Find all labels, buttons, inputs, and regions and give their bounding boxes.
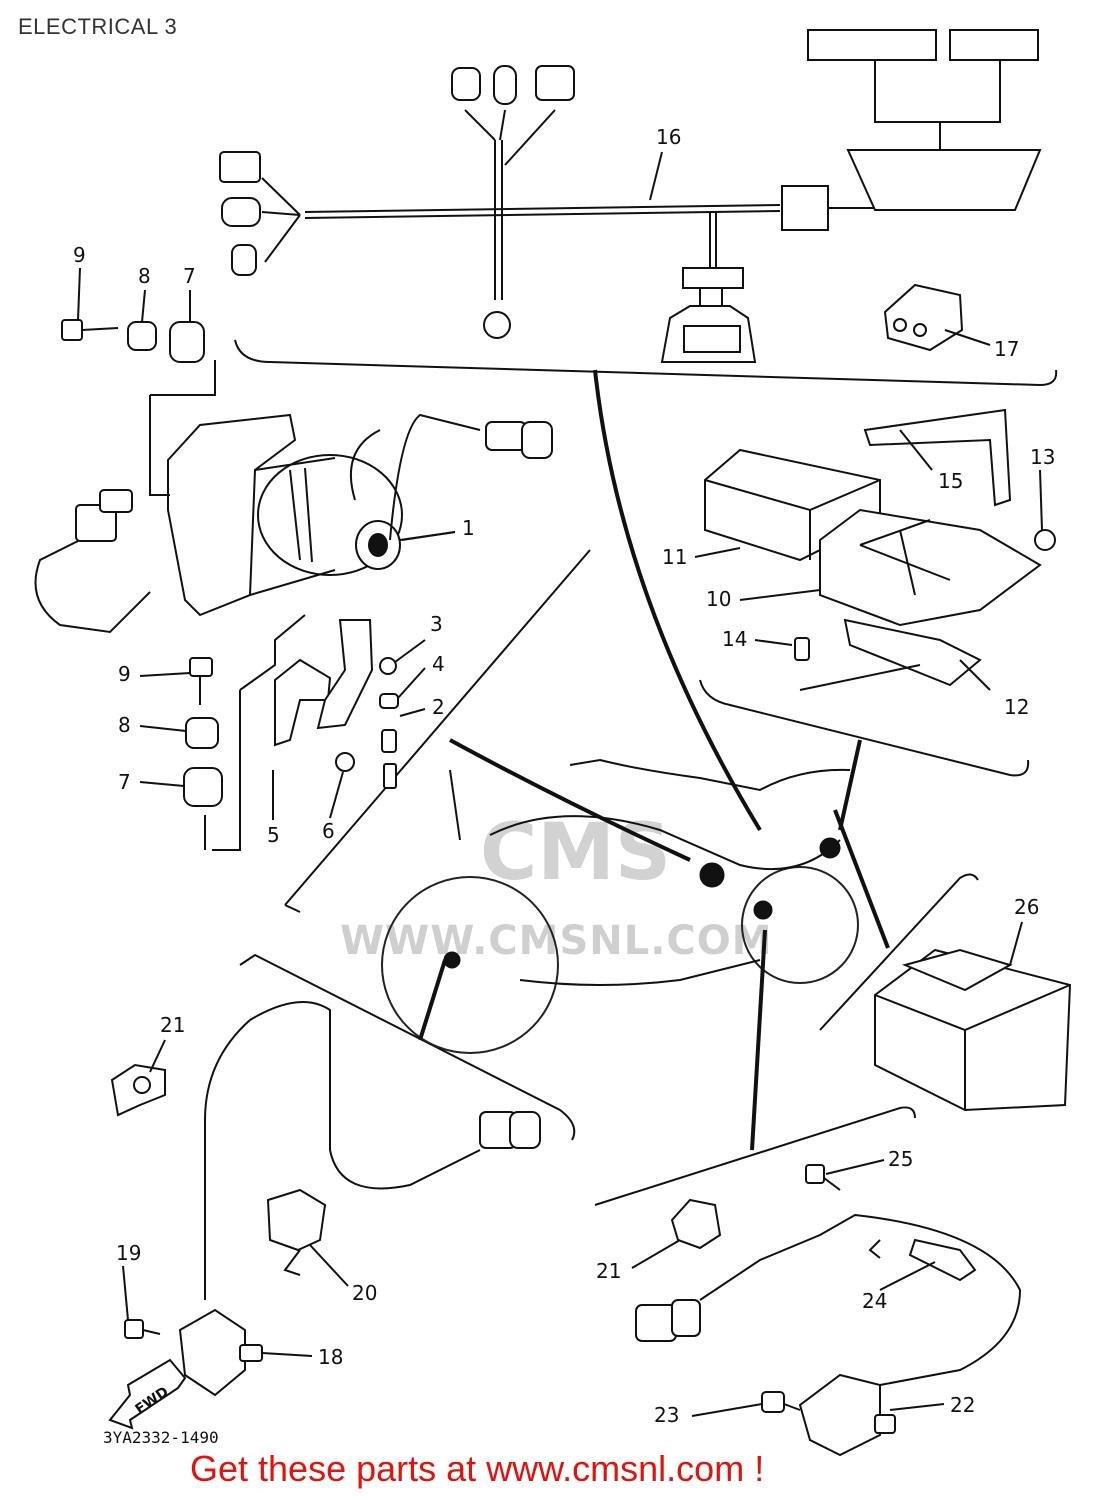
group-outline-center: [284, 549, 591, 913]
watermark-url: WWW.CMSNL.COM: [340, 918, 773, 964]
group-outline-lower-left: [239, 953, 576, 1141]
callout-c9b: 9: [118, 662, 131, 686]
diagram-code: 3YA2332-1490: [103, 1428, 219, 1447]
callout-c5: 5: [267, 823, 280, 847]
small-parts[interactable]: [335, 657, 399, 789]
bracket-5[interactable]: [212, 614, 374, 851]
callout-c12: 12: [1004, 695, 1029, 719]
clamp-21-left[interactable]: [110, 1063, 166, 1117]
fasteners-upper[interactable]: [61, 319, 216, 496]
group-outline-ecu: [699, 679, 1030, 777]
callout-c1: 1: [462, 516, 475, 540]
callout-c23: 23: [654, 1403, 679, 1427]
battery-26[interactable]: [874, 948, 1072, 1112]
group-outline-lower-right: [594, 1106, 916, 1206]
forward-arrow: FWD: [108, 1358, 187, 1430]
callout-c8b: 8: [118, 713, 131, 737]
callout-c18: 18: [318, 1345, 343, 1369]
clamp-21-right[interactable]: [670, 1198, 722, 1250]
callout-c21a: 21: [160, 1013, 185, 1037]
callout-c2: 2: [432, 695, 445, 719]
callout-c8a: 8: [138, 264, 151, 288]
watermark-logo: CMS: [480, 808, 672, 898]
callout-c7a: 7: [183, 264, 196, 288]
fasteners-lower[interactable]: [183, 657, 223, 850]
callout-c25: 25: [888, 1147, 913, 1171]
motorcycle-sketch: [381, 738, 859, 1054]
page-title: ELECTRICAL 3: [18, 14, 178, 39]
callout-leaders: [77, 151, 1043, 1417]
guide-20[interactable]: [266, 1188, 327, 1276]
hydraulic-unit-1[interactable]: [34, 413, 553, 634]
footer-link-text[interactable]: Get these parts at www.cmsnl.com !: [190, 1448, 765, 1489]
callout-c21b: 21: [596, 1259, 621, 1283]
callout-c22: 22: [950, 1393, 975, 1417]
callout-labels: 1 2 3 4 5 6 7 7 8 8 9 9 10 11 12 13 14 1…: [73, 125, 1055, 1427]
location-arrows: [418, 369, 890, 1151]
group-outline-top: [234, 339, 1058, 387]
callout-c3: 3: [430, 612, 443, 636]
callout-c17: 17: [994, 337, 1019, 361]
bolt-19[interactable]: [124, 1319, 161, 1339]
callout-c14: 14: [722, 627, 747, 651]
ecu-group[interactable]: [704, 408, 1056, 691]
callout-c19: 19: [116, 1241, 141, 1265]
callout-c15: 15: [938, 469, 963, 493]
bolt-25[interactable]: [805, 1164, 841, 1191]
callout-c7b: 7: [118, 770, 131, 794]
callout-c6: 6: [322, 819, 335, 843]
callout-c16: 16: [656, 125, 681, 149]
callout-c11: 11: [662, 545, 687, 569]
connector-17[interactable]: [883, 283, 991, 352]
callout-c9a: 9: [73, 243, 86, 267]
callout-c24: 24: [862, 1289, 887, 1313]
bolt-23[interactable]: [761, 1391, 801, 1413]
wire-harness-16[interactable]: [219, 29, 1042, 363]
sensor-22[interactable]: [635, 1213, 1022, 1457]
sensor-18[interactable]: [178, 1001, 541, 1397]
callout-c20: 20: [352, 1281, 377, 1305]
guide-24[interactable]: [868, 1238, 977, 1282]
callout-c10: 10: [706, 587, 731, 611]
callout-c13: 13: [1030, 445, 1055, 469]
group-outline-battery: [819, 873, 979, 1031]
callout-c26: 26: [1014, 895, 1039, 919]
callout-c4: 4: [432, 652, 445, 676]
